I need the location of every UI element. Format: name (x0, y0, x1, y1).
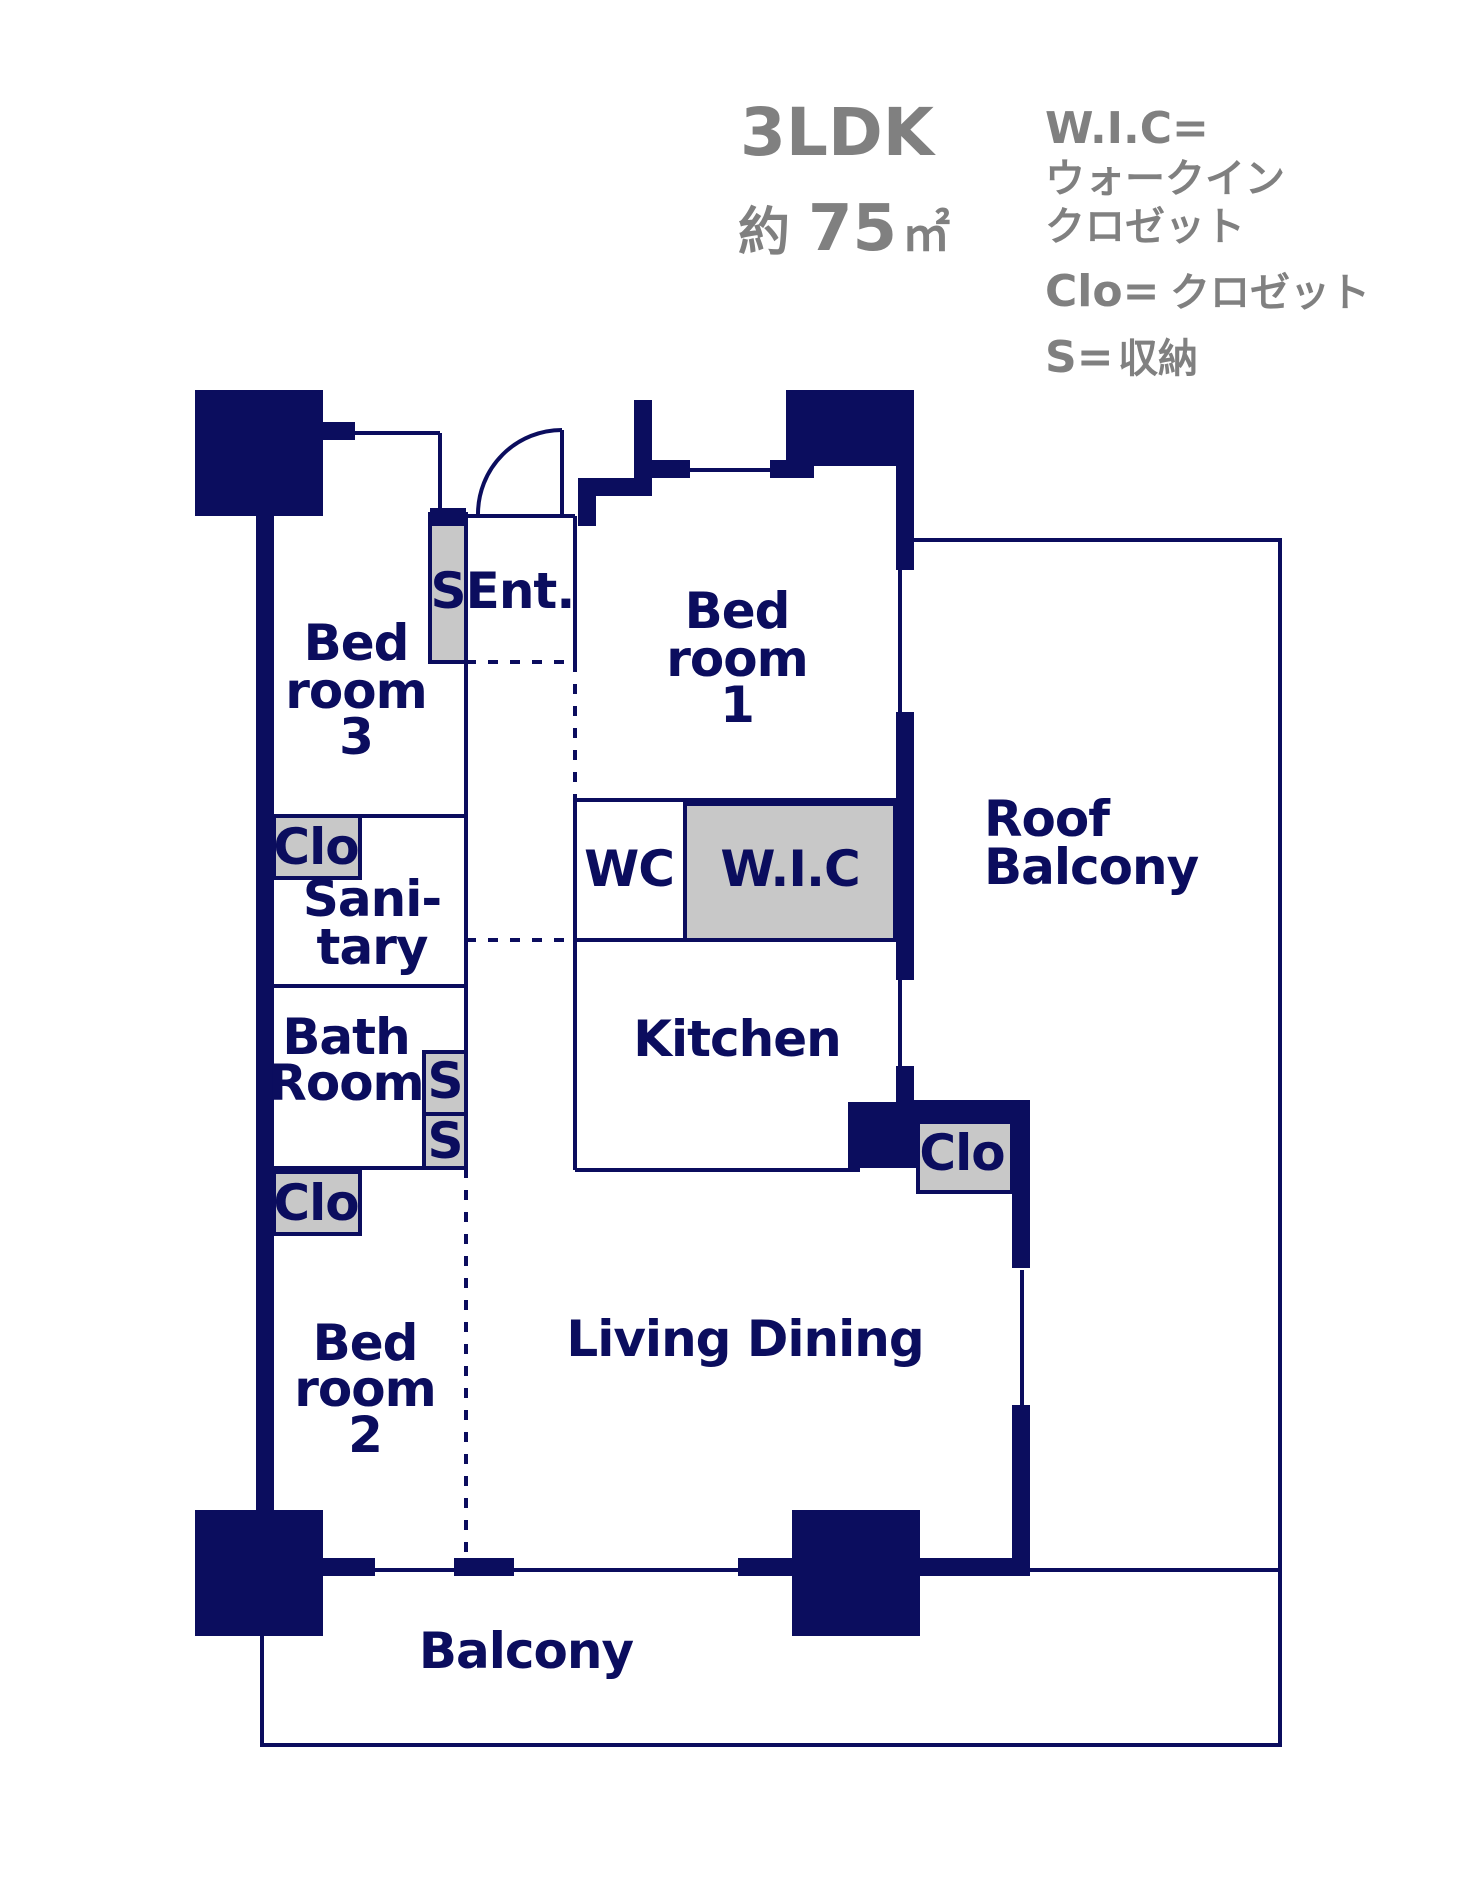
label-bathroom: Bath Room (268, 1008, 424, 1112)
label-entrance: Ent. (466, 562, 575, 620)
dashed-boundaries (274, 660, 1012, 1570)
column-bottom-mid (792, 1510, 920, 1636)
wall-east-lower (1012, 1100, 1030, 1268)
closet-living (916, 1120, 1014, 1194)
svg-text:Bed: Bed (304, 614, 409, 672)
label-bedroom2: Bed room 2 (294, 1314, 436, 1464)
legend: W.I.C= ウォークイン クロゼット Clo= クロゼット S= 収納 (1045, 103, 1370, 383)
area-value: 75 (808, 192, 897, 266)
column-bottom-left (195, 1510, 323, 1636)
wall-notch-c (634, 400, 652, 496)
wall-stub-top-right (770, 460, 814, 478)
column-top-right (786, 390, 914, 466)
svg-text:Roof: Roof (984, 790, 1111, 848)
label-clo-bedroom2: Clo (273, 1174, 358, 1232)
svg-text:3: 3 (339, 708, 373, 766)
label-bedroom3: Bed room 3 (285, 614, 427, 766)
legend-wic-key: W.I.C= (1045, 103, 1209, 154)
svg-text:tary: tary (317, 918, 428, 976)
balcony-outline (260, 538, 1282, 1747)
legend-clo-key: Clo= (1045, 266, 1159, 317)
label-wic: W.I.C (720, 840, 859, 898)
room-labels: Bed room 1 Bed room 3 Bed room 2 Ent. Sa… (268, 562, 1200, 1680)
structural-walls (195, 390, 1030, 1636)
door-swing (476, 428, 563, 515)
legend-s-key: S= (1045, 332, 1114, 383)
label-storage-entrance: S (430, 562, 465, 620)
label-roof-balcony: Roof Balcony (984, 790, 1200, 896)
svg-text:2: 2 (348, 1406, 382, 1464)
wall-cap-storage (430, 508, 466, 526)
layout-type: 3LDK (740, 94, 937, 171)
label-clo-bedroom3: Clo (273, 818, 358, 876)
label-storage-bath-2: S (427, 1112, 462, 1170)
wall-east-mid (896, 712, 914, 980)
svg-text:room: room (285, 662, 426, 720)
wall-south-stub-1 (323, 1558, 375, 1576)
label-balcony: Balcony (419, 1622, 634, 1680)
wall-closet-top (896, 1100, 1026, 1120)
label-bedroom1: Bed room 1 (666, 582, 808, 734)
wall-notch-d (634, 460, 690, 478)
svg-text:Bath: Bath (282, 1008, 409, 1066)
label-storage-bath-1: S (427, 1052, 462, 1110)
svg-text:room: room (666, 630, 807, 688)
wic-area (683, 802, 897, 942)
label-wc: WC (584, 840, 674, 898)
wall-south-right (920, 1558, 1030, 1576)
area-unit: ㎡ (902, 206, 950, 262)
column-top-left (195, 390, 323, 516)
svg-text:Balcony: Balcony (984, 838, 1199, 896)
svg-text:Bed: Bed (685, 582, 790, 640)
legend-wic-line1: ウォークイン (1045, 156, 1285, 202)
wall-east-top (896, 466, 914, 570)
balcony-outlines (260, 538, 1282, 1747)
plan-header: 3LDK 約 75 ㎡ (738, 94, 950, 266)
label-living-dining: Living Dining (566, 1310, 923, 1368)
storage-bath-1 (422, 1050, 468, 1116)
svg-text:1: 1 (720, 676, 754, 734)
legend-s-value: 収納 (1118, 336, 1198, 382)
wall-stub-top-left (323, 422, 355, 440)
area-prefix: 約 (738, 203, 790, 263)
svg-text:Sani-: Sani- (303, 870, 441, 928)
wall-south-stub-3 (738, 1558, 794, 1576)
wall-south-stub-2 (454, 1558, 514, 1576)
legend-wic-line2: クロゼット (1045, 204, 1245, 250)
legend-clo-value: クロゼット (1170, 270, 1370, 316)
wall-notch-b (578, 478, 652, 496)
svg-text:Room: Room (268, 1054, 423, 1112)
label-kitchen: Kitchen (633, 1010, 841, 1068)
entrance-door (476, 428, 564, 516)
svg-text:room: room (294, 1360, 435, 1418)
svg-text:Bed: Bed (313, 1314, 418, 1372)
label-clo-living: Clo (919, 1124, 1004, 1182)
label-sanitary: Sani- tary (303, 870, 442, 976)
wall-east-bottom (1012, 1405, 1030, 1575)
wall-west (256, 516, 274, 1510)
